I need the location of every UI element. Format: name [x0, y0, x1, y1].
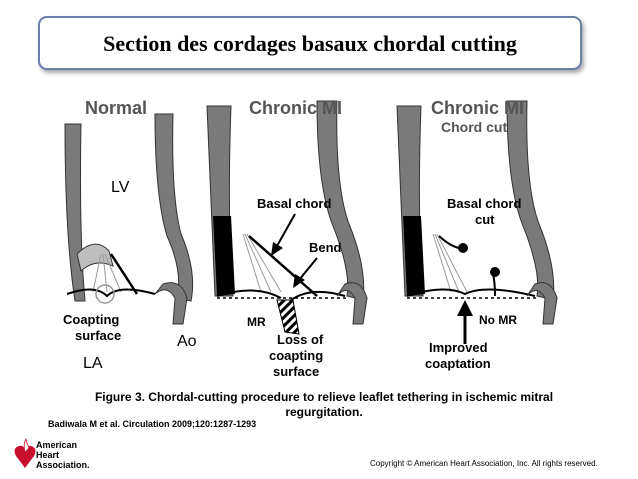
lv-wall-left	[64, 123, 86, 302]
aha-wordmark: American Heart Association.	[36, 440, 90, 470]
arrow-bend	[298, 257, 318, 281]
mitral-leaflet-cut	[406, 288, 536, 297]
copyright-notice: Copyright © American Heart Association, …	[370, 459, 598, 468]
papillary-muscle	[76, 243, 114, 272]
label-no-mr: No MR	[479, 313, 517, 327]
label-coapting-2: surface	[75, 328, 121, 343]
slide-title: Section des cordages basaux chordal cutt…	[103, 31, 517, 56]
label-bend: Bend	[309, 240, 342, 255]
label-ao: Ao	[177, 333, 197, 350]
aha-line-1: American	[36, 440, 78, 450]
label-la: LA	[83, 355, 103, 372]
aortic-root-chronic	[336, 282, 368, 325]
citation: Badiwala M et al. Circulation 2009;120:1…	[48, 419, 257, 429]
panel-chord-cut: Chronic MI Chord cut Basal chord cut No …	[396, 98, 558, 371]
aortic-root-cut	[526, 282, 558, 325]
cut-chord-lower	[492, 273, 496, 297]
cut-chord-upper	[438, 235, 460, 249]
panel-chronic-mi: Chronic MI Basal chord Bend MR Loss of c…	[206, 98, 368, 379]
heading-cut: Chronic MI	[431, 98, 524, 118]
label-improved-1: Improved	[429, 340, 488, 355]
label-basal-chord-cut-2: cut	[475, 212, 495, 227]
cut-chord-lower-end	[490, 267, 500, 277]
panel-normal: Normal LV Coapting surface LA Ao	[63, 98, 197, 372]
mitral-leaflet-normal	[66, 288, 156, 298]
arrow-bend-head	[293, 274, 305, 288]
chordae-cut	[432, 233, 468, 293]
subheading-cut: Chord cut	[441, 119, 507, 135]
label-basal-chord: Basal chord	[257, 196, 331, 211]
chordal-cutting-diagram: Normal LV Coapting surface LA Ao Chronic…	[63, 98, 558, 379]
label-basal-chord-cut-1: Basal chord	[447, 196, 521, 211]
aha-heart-torch-icon	[14, 438, 36, 468]
aha-line-2: Heart	[36, 450, 60, 460]
infarct-scar	[213, 216, 235, 296]
aortic-root	[154, 282, 188, 325]
label-loss-2: coapting	[269, 348, 323, 363]
arrow-improved-head	[457, 300, 473, 316]
label-improved-2: coaptation	[425, 356, 491, 371]
label-lv: LV	[111, 179, 130, 196]
coapting-circle	[95, 284, 115, 304]
infarct-scar-cut	[403, 216, 425, 296]
cut-chord-upper-end	[458, 243, 468, 253]
label-coapting-1: Coapting	[63, 312, 119, 327]
mr-jet	[276, 299, 300, 335]
chordae-chronic	[242, 233, 282, 293]
arrow-basal-chord-head	[271, 242, 283, 256]
heading-normal: Normal	[85, 98, 147, 118]
aha-line-3: Association.	[36, 460, 90, 470]
mitral-leaflet-chronic	[216, 289, 346, 301]
basal-chord-chronic	[248, 235, 318, 297]
lv-wall-right	[154, 113, 194, 302]
label-loss-3: surface	[273, 364, 319, 379]
label-loss-1: Loss of	[277, 332, 324, 347]
label-mr: MR	[247, 315, 266, 329]
arrow-basal-chord	[276, 213, 296, 247]
title-box: Section des cordages basaux chordal cutt…	[38, 16, 582, 70]
heading-chronic: Chronic MI	[249, 98, 342, 118]
figure-caption: Figure 3. Chordal-cutting procedure to r…	[94, 390, 554, 419]
basal-chord-normal	[109, 253, 139, 295]
